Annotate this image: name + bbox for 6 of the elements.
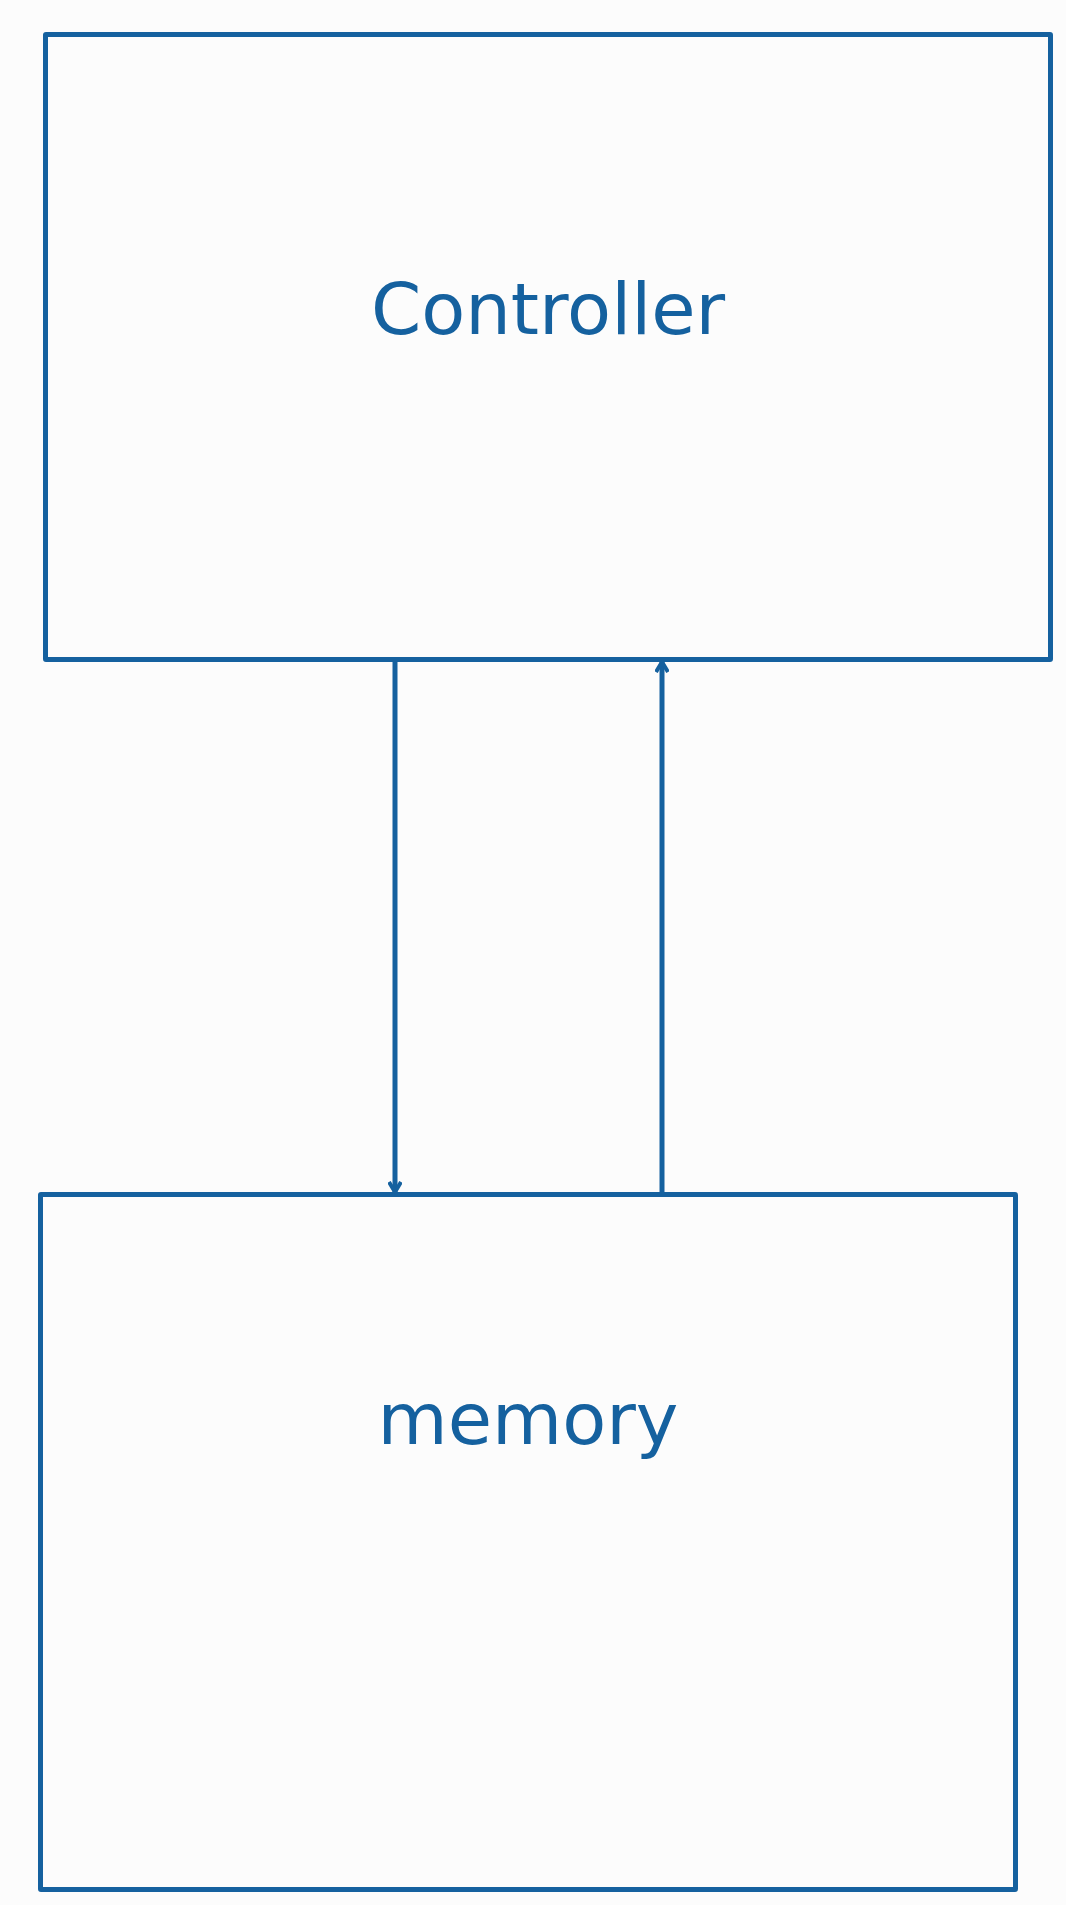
- process-box: [38, 1192, 1018, 1892]
- arrow: [387, 662, 403, 1194]
- arrow: [654, 660, 670, 1192]
- process-box: [43, 32, 1053, 662]
- box-label: memory: [377, 1377, 679, 1461]
- box-label: Controller: [370, 267, 726, 351]
